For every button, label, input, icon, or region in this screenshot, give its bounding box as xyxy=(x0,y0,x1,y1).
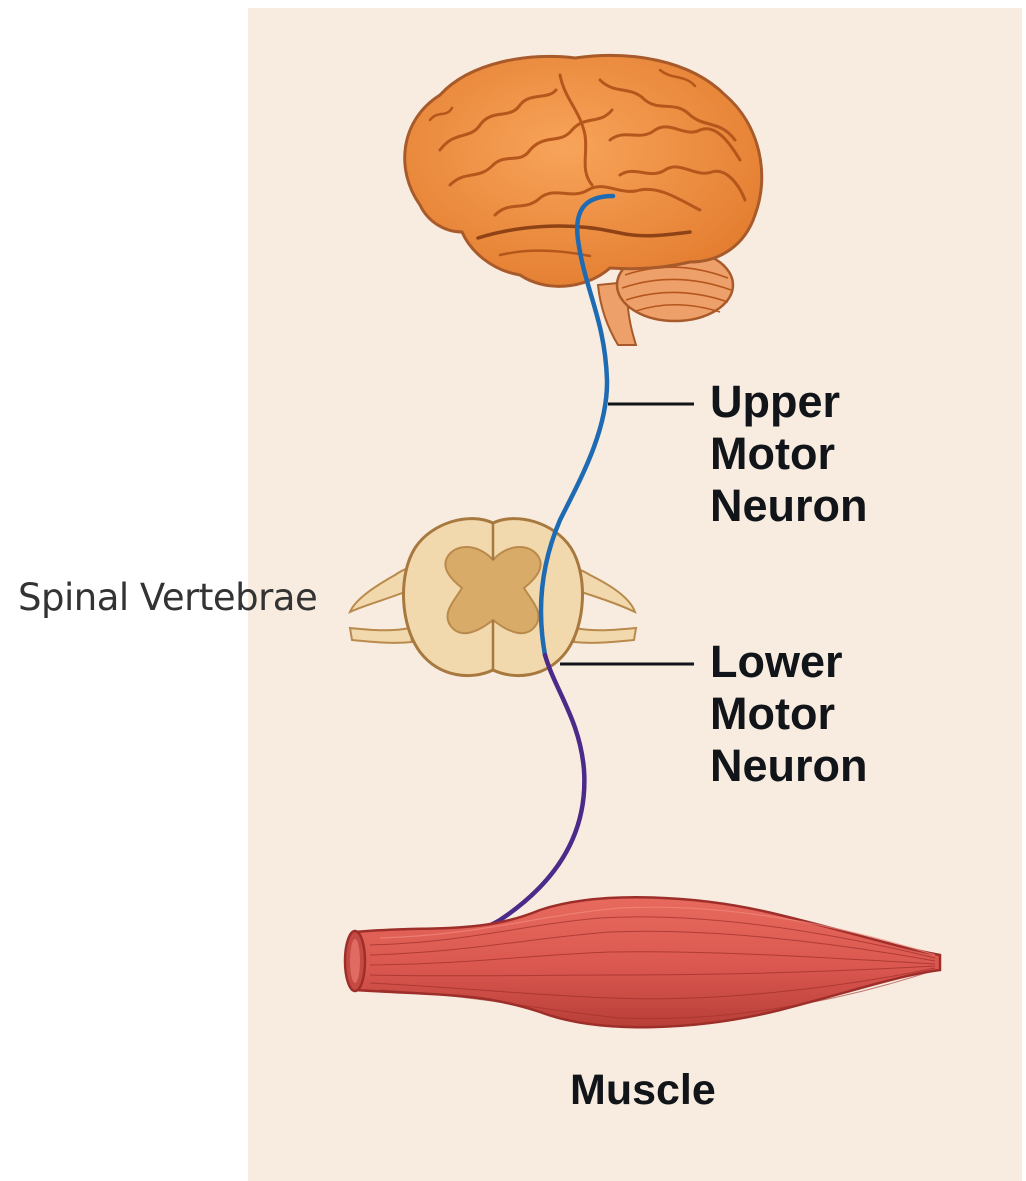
upper-label-line-3: Neuron xyxy=(710,480,868,532)
upper-label-line-1: Upper xyxy=(710,376,868,428)
lower-label-line-3: Neuron xyxy=(710,740,868,792)
brain-icon xyxy=(405,55,762,286)
upper-motor-neuron-label: Upper Motor Neuron xyxy=(710,376,868,532)
muscle-label: Muscle xyxy=(570,1066,716,1115)
spinal-vertebrae-label: Spinal Vertebrae xyxy=(18,576,317,619)
lower-motor-neuron-path xyxy=(405,655,584,940)
spinal-cord-icon xyxy=(350,519,636,676)
lower-label-line-1: Lower xyxy=(710,636,868,688)
lower-label-line-2: Motor xyxy=(710,688,868,740)
lower-motor-neuron-label: Lower Motor Neuron xyxy=(710,636,868,792)
muscle-icon xyxy=(345,897,940,1027)
upper-label-line-2: Motor xyxy=(710,428,868,480)
